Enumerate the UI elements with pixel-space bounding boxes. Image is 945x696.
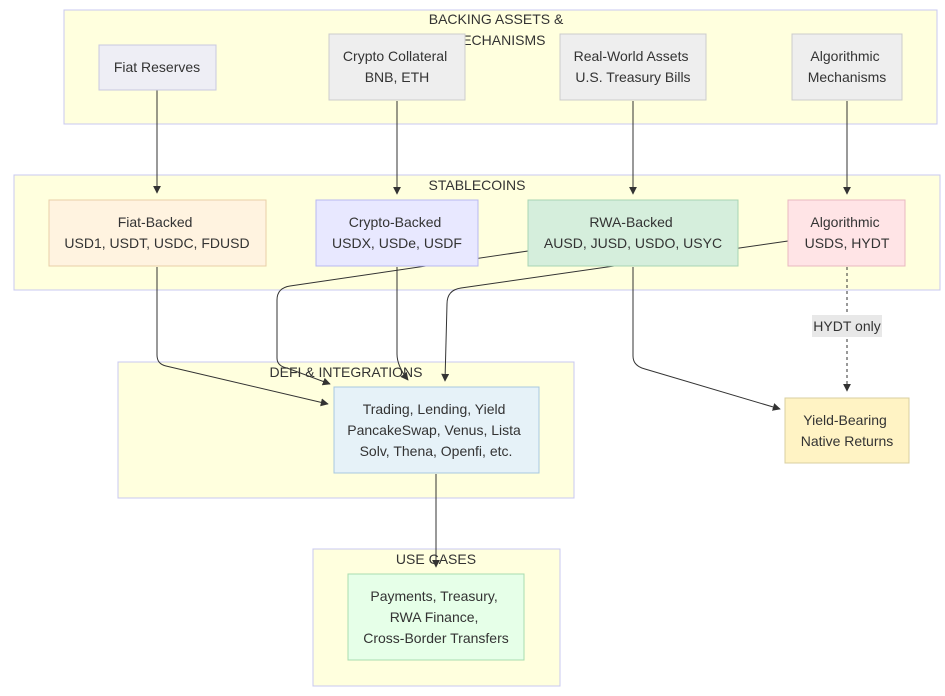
- node-crypto-backed-label: Crypto-Backed USDX, USDe, USDF: [332, 214, 462, 251]
- node-fiat-reserves-box[interactable]: [98, 44, 217, 91]
- node-rwa-backed-box[interactable]: [527, 199, 739, 267]
- node-defi-line-1: Trading, Lending, Yield: [363, 401, 506, 417]
- node-fiat-reserves[interactable]: Fiat Reserves: [98, 44, 217, 91]
- node-yield-bearing-line-2: Native Returns: [801, 433, 894, 449]
- node-algorithmic-line-2: USDS, HYDT: [805, 235, 890, 251]
- node-crypto-collateral[interactable]: Crypto Collateral BNB, ETH: [328, 33, 466, 101]
- node-crypto-backed-box[interactable]: [315, 199, 479, 267]
- node-yield-bearing-box[interactable]: [784, 397, 910, 464]
- node-rwa-backed[interactable]: RWA-Backed AUSD, JUSD, USDO, USYC: [527, 199, 739, 267]
- node-use-cases-line-3: Cross-Border Transfers: [363, 630, 508, 646]
- node-defi-line-3: Solv, Thena, Openfi, etc.: [360, 443, 513, 459]
- node-algorithmic-box[interactable]: [787, 199, 906, 267]
- node-crypto-collateral-box[interactable]: [328, 33, 466, 101]
- node-fiat-backed-line-2: USD1, USDT, USDC, FDUSD: [64, 235, 249, 251]
- node-rwa-backed-label: RWA-Backed AUSD, JUSD, USDO, USYC: [544, 214, 722, 251]
- node-crypto-backed-line-2: USDX, USDe, USDF: [332, 235, 462, 251]
- node-crypto-backed[interactable]: Crypto-Backed USDX, USDe, USDF: [315, 199, 479, 267]
- node-fiat-reserves-line-1: Fiat Reserves: [114, 59, 200, 75]
- edge-label-text: HYDT only: [813, 318, 880, 334]
- node-algorithmic-mechanisms-box[interactable]: [791, 33, 903, 101]
- node-algorithmic-line-1: Algorithmic: [810, 214, 879, 230]
- node-crypto-collateral-line-1: Crypto Collateral: [343, 48, 447, 64]
- cluster-backing-assets-title: BACKING ASSETS & MECHANISMS: [429, 11, 568, 48]
- node-fiat-backed-box[interactable]: [48, 199, 267, 267]
- node-fiat-backed-line-1: Fiat-Backed: [118, 214, 193, 230]
- node-fiat-reserves-label: Fiat Reserves: [114, 59, 200, 75]
- node-rwa-backed-line-2: AUSD, JUSD, USDO, USYC: [544, 235, 722, 251]
- node-crypto-collateral-label: Crypto Collateral BNB, ETH: [343, 48, 451, 85]
- edge-label-background: [812, 315, 882, 337]
- node-defi-line-2: PancakeSwap, Venus, Lista: [347, 422, 521, 438]
- node-defi[interactable]: Trading, Lending, Yield PancakeSwap, Ven…: [333, 386, 540, 474]
- cluster-backing-assets-title-line-1: BACKING ASSETS &: [429, 11, 564, 27]
- edge-algorithmic-to-defi: [441, 240, 789, 382]
- node-algorithmic-label: Algorithmic USDS, HYDT: [805, 214, 890, 251]
- cluster-stablecoins-title: STABLECOINS: [429, 177, 526, 193]
- node-real-world-assets-box[interactable]: [559, 33, 707, 101]
- node-use-cases[interactable]: Payments, Treasury, RWA Finance, Cross-B…: [347, 573, 525, 661]
- node-algorithmic-mechanisms-line-1: Algorithmic: [810, 48, 879, 64]
- node-use-cases-box[interactable]: [347, 573, 525, 661]
- node-defi-label: Trading, Lending, Yield PancakeSwap, Ven…: [347, 401, 524, 459]
- edge-rwa-backed-to-yield-bearing: [632, 267, 781, 411]
- edge-fiat-backed-to-defi: [156, 267, 329, 407]
- node-use-cases-label: Payments, Treasury, RWA Finance, Cross-B…: [363, 588, 508, 646]
- node-real-world-assets-line-1: Real-World Assets: [574, 48, 689, 64]
- node-fiat-backed-label: Fiat-Backed USD1, USDT, USDC, FDUSD: [64, 214, 249, 251]
- node-fiat-backed[interactable]: Fiat-Backed USD1, USDT, USDC, FDUSD: [48, 199, 267, 267]
- node-real-world-assets-line-2: U.S. Treasury Bills: [575, 69, 690, 85]
- edges: [153, 90, 851, 568]
- node-crypto-backed-line-1: Crypto-Backed: [349, 214, 442, 230]
- node-rwa-backed-line-1: RWA-Backed: [589, 214, 672, 230]
- edge-label-hydt-only: HYDT only: [812, 315, 882, 337]
- node-use-cases-line-1: Payments, Treasury,: [370, 588, 497, 604]
- edge-rwa-backed-to-defi: [276, 250, 529, 386]
- edge-crypto-backed-to-defi: [396, 267, 409, 381]
- node-use-cases-line-2: RWA Finance,: [390, 609, 479, 625]
- node-real-world-assets[interactable]: Real-World Assets U.S. Treasury Bills: [559, 33, 707, 101]
- node-yield-bearing-label: Yield-Bearing Native Returns: [801, 412, 894, 449]
- node-crypto-collateral-line-2: BNB, ETH: [365, 69, 430, 85]
- node-algorithmic-mechanisms[interactable]: Algorithmic Mechanisms: [791, 33, 903, 101]
- node-yield-bearing[interactable]: Yield-Bearing Native Returns: [784, 397, 910, 464]
- node-algorithmic-mechanisms-label: Algorithmic Mechanisms: [808, 48, 887, 85]
- cluster-backing-assets-title-line-2: MECHANISMS: [451, 32, 546, 48]
- node-defi-box[interactable]: [333, 386, 540, 474]
- node-algorithmic-mechanisms-line-2: Mechanisms: [808, 69, 887, 85]
- node-real-world-assets-label: Real-World Assets U.S. Treasury Bills: [574, 48, 693, 85]
- node-algorithmic[interactable]: Algorithmic USDS, HYDT: [787, 199, 906, 267]
- node-yield-bearing-line-1: Yield-Bearing: [803, 412, 887, 428]
